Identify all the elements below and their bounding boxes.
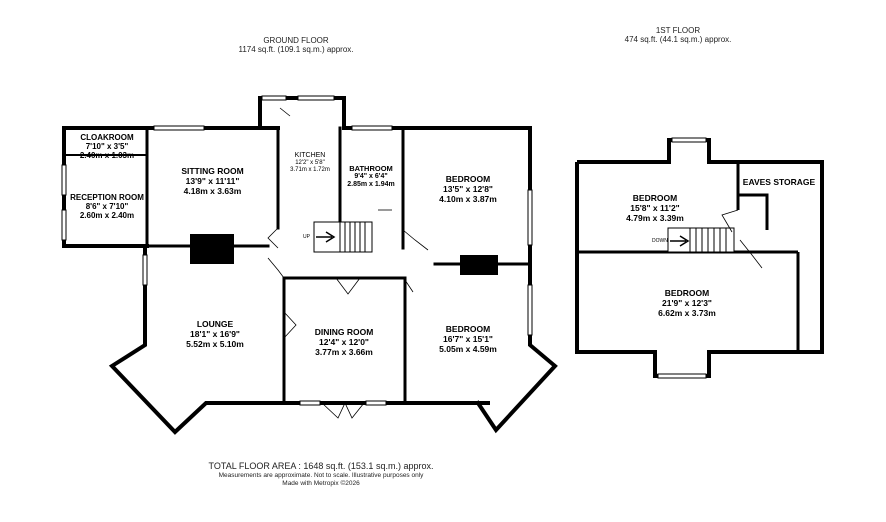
room-bedroom-first-2: BEDROOM 21'9" x 12'3" 6.62m x 3.73m [632, 288, 742, 318]
room-lounge: LOUNGE 18'1" x 16'9" 5.52m x 5.10m [160, 319, 270, 349]
room-dim-imperial: 9'4" x 6'4" [354, 173, 388, 180]
room-dim-metric: 5.52m x 5.10m [186, 339, 244, 349]
room-dim-imperial: 13'9" x 11'11" [185, 176, 240, 186]
room-kitchen: KITCHEN 12'2" x 5'8" 3.71m x 1.72m [282, 152, 338, 174]
room-dim-metric: 2.40m x 1.03m [79, 151, 135, 160]
door-swings [267, 107, 429, 419]
ground-floor-area: 1174 sq.ft. (109.1 sq.m.) approx. [238, 45, 354, 54]
total-floor-area: TOTAL FLOOR AREA : 1648 sq.ft. (153.1 sq… [208, 461, 434, 471]
room-bedroom-first-1: BEDROOM 15'8" x 11'2" 4.79m x 3.39m [605, 193, 705, 223]
first-floor-stairs [667, 227, 735, 253]
room-dim-metric: 2.85m x 1.94m [347, 181, 395, 188]
room-name: BEDROOM [445, 174, 491, 184]
first-floor-heading: 1ST FLOOR 474 sq.ft. (44.1 sq.m.) approx… [578, 26, 778, 44]
room-dim-imperial: 15'8" x 11'2" [630, 203, 680, 213]
room-dim-metric: 2.60m x 2.40m [79, 211, 135, 220]
room-name: RECEPTION ROOM [70, 193, 144, 202]
room-dim-imperial: 18'1" x 16'9" [190, 329, 240, 339]
room-name: EAVES STORAGE [742, 177, 816, 187]
first-floor-title: 1ST FLOOR [655, 26, 701, 35]
room-dim-metric: 4.18m x 3.63m [183, 186, 242, 196]
room-reception: RECEPTION ROOM 8'6" x 7'10" 2.60m x 2.40… [62, 193, 152, 220]
room-bedroom-ground-1: BEDROOM 13'5" x 12'8" 4.10m x 3.87m [418, 174, 518, 204]
room-dim-metric: 3.77m x 3.66m [315, 347, 373, 357]
room-dim-imperial: 16'7" x 15'1" [443, 334, 493, 344]
room-dim-imperial: 21'9" x 12'3" [662, 298, 712, 308]
ground-floor-heading: GROUND FLOOR 1174 sq.ft. (109.1 sq.m.) a… [196, 36, 396, 54]
room-name: BEDROOM [445, 324, 491, 334]
room-sitting: SITTING ROOM 13'9" x 11'11" 4.18m x 3.63… [160, 166, 265, 196]
room-dim-imperial: 8'6" x 7'10" [85, 202, 129, 211]
room-dim-imperial: 7'10" x 3'5" [85, 142, 129, 151]
footer: TOTAL FLOOR AREA : 1648 sq.ft. (153.1 sq… [176, 461, 466, 488]
room-name: BEDROOM [632, 193, 678, 203]
room-dim-metric: 6.62m x 3.73m [658, 308, 716, 318]
room-bathroom: BATHROOM 9'4" x 6'4" 2.85m x 1.94m [340, 164, 402, 189]
first-floor-area: 474 sq.ft. (44.1 sq.m.) approx. [624, 35, 732, 44]
room-name: CLOAKROOM [80, 133, 134, 142]
room-dim-metric: 3.71m x 1.72m [290, 167, 330, 173]
room-dim-metric: 5.05m x 4.59m [439, 344, 497, 354]
room-name: LOUNGE [196, 319, 234, 329]
stair-down-label: DOWN [652, 238, 668, 244]
room-name: BEDROOM [664, 288, 710, 298]
ground-floor-title: GROUND FLOOR [263, 36, 329, 45]
room-eaves-storage: EAVES STORAGE [734, 177, 824, 187]
first-floor-door-swings [721, 209, 763, 269]
room-name: KITCHEN [294, 152, 326, 159]
credit: Made with Metropix ©2026 [282, 480, 360, 487]
room-name: SITTING ROOM [181, 166, 244, 176]
room-dining: DINING ROOM 12'4" x 12'0" 3.77m x 3.66m [290, 327, 398, 357]
chimney-breasts [190, 234, 498, 275]
room-name: DINING ROOM [314, 327, 374, 337]
ground-floor-windows [61, 95, 533, 406]
ground-floor-stairs [313, 221, 373, 253]
room-dim-metric: 4.79m x 3.39m [626, 213, 684, 223]
disclaimer: Measurements are approximate. Not to sca… [218, 472, 424, 479]
room-name: BATHROOM [349, 164, 393, 173]
stair-up-label: UP [303, 234, 310, 240]
room-dim-imperial: 12'4" x 12'0" [319, 337, 369, 347]
room-dim-imperial: 13'5" x 12'8" [443, 184, 493, 194]
first-floor-windows [657, 137, 707, 379]
room-bedroom-ground-2: BEDROOM 16'7" x 15'1" 5.05m x 4.59m [418, 324, 518, 354]
room-dim-imperial: 12'2" x 5'8" [295, 160, 325, 166]
first-floor-walls [575, 138, 824, 378]
room-dim-metric: 4.10m x 3.87m [439, 194, 497, 204]
room-cloakroom: CLOAKROOM 7'10" x 3'5" 2.40m x 1.03m [64, 133, 150, 160]
